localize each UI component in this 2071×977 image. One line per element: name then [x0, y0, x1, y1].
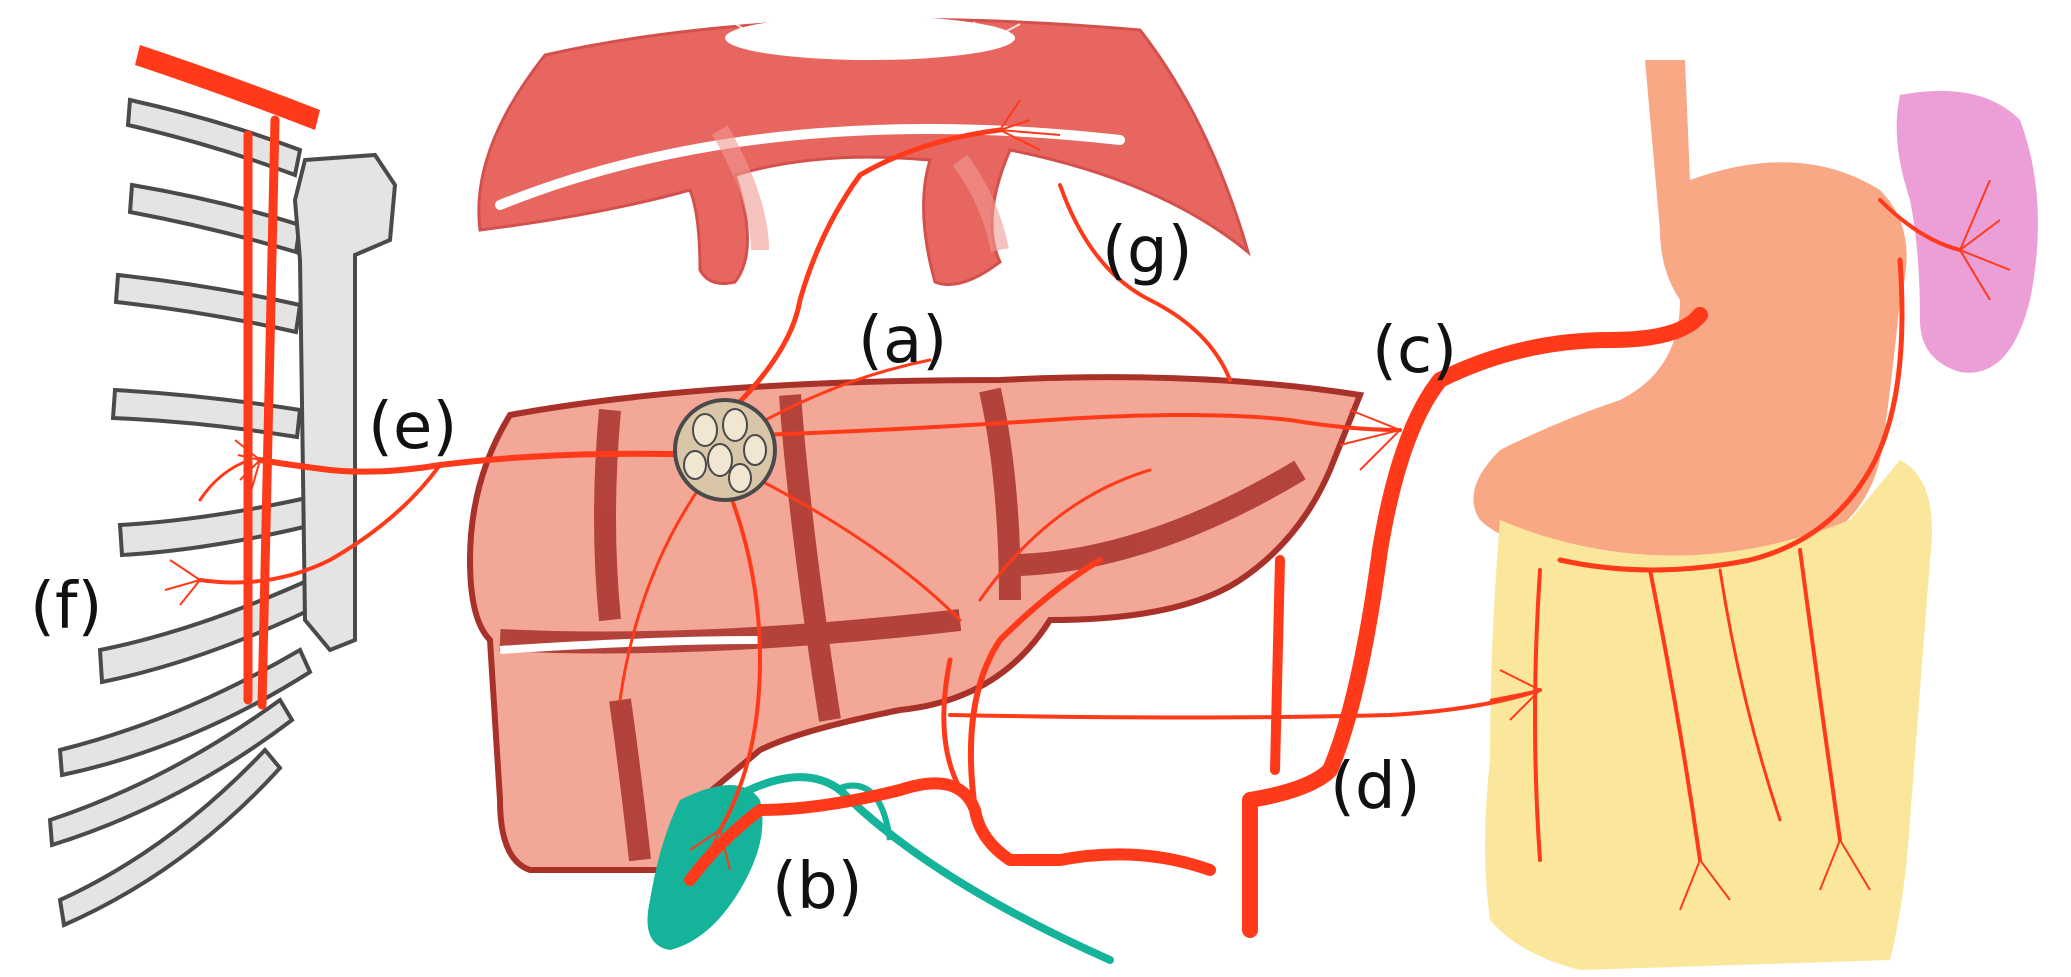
- label-g: (g): [1102, 214, 1193, 288]
- label-a: (a): [858, 304, 947, 378]
- rib-cage: [47, 45, 398, 928]
- label-c: (c): [1372, 314, 1457, 388]
- diaphragm: [477, 16, 1251, 286]
- vessel-branches: [164, 99, 2011, 911]
- tumor: [673, 398, 777, 502]
- label-e: (e): [368, 390, 457, 464]
- blood-vessels: [198, 127, 1962, 938]
- label-f: (f): [30, 570, 102, 644]
- colon: [1485, 460, 1932, 970]
- label-b: (b): [772, 850, 863, 924]
- label-d: (d): [1330, 750, 1421, 824]
- labels: (a) (b) (c) (d) (e) (f) (g): [30, 214, 1457, 924]
- gallbladder: [647, 773, 1114, 964]
